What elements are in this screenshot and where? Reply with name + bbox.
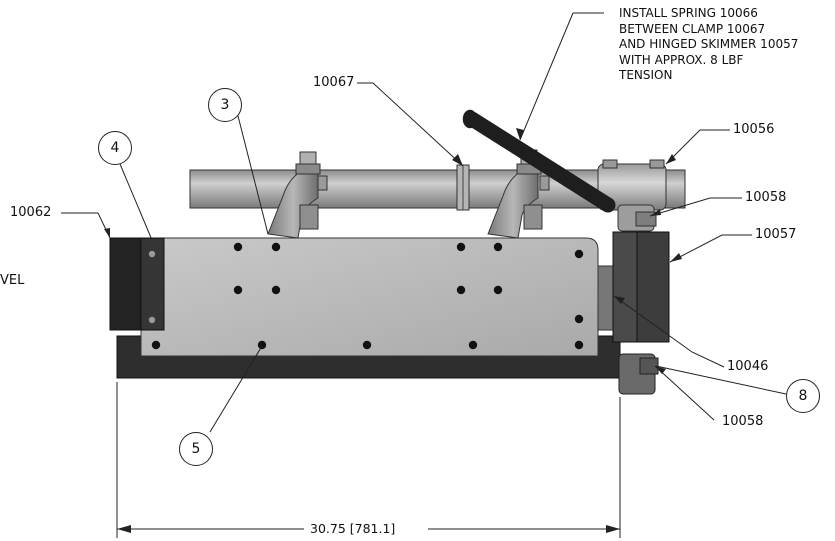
hinged-skimmer (597, 231, 670, 343)
note-line: INSTALL SPRING 10066 (619, 6, 758, 20)
overall-dimension (116, 382, 621, 538)
spring-installation-note: INSTALL SPRING 10066 BETWEEN CLAMP 10067… (619, 6, 798, 84)
balloon-8: 8 (786, 379, 820, 413)
note-line: AND HINGED SKIMMER 10057 (619, 37, 799, 51)
part-label-10046: 10046 (727, 359, 769, 374)
note-line: WITH APPROX. 8 LBF (619, 52, 744, 67)
spring (462, 109, 616, 213)
balloon-5: 5 (179, 432, 213, 466)
part-label-10058-top: 10058 (745, 190, 787, 205)
note-line: TENSION (619, 68, 673, 82)
part-label-10067: 10067 (313, 75, 355, 90)
part-label-10057: 10057 (755, 227, 797, 242)
part-label-10062: 10062 (10, 205, 52, 220)
left-hinge-bracket (267, 151, 328, 239)
part-label-10058-bottom: 10058 (722, 414, 764, 429)
panel-fasteners (148, 242, 584, 350)
note-line: BETWEEN CLAMP 10067 (619, 21, 766, 36)
skimmer-canister (597, 159, 667, 211)
hinge-bottom (618, 353, 659, 395)
dimension-label: 30.75 [781.1] (310, 521, 396, 536)
balloon-3: 3 (208, 88, 242, 122)
leader-arrowheads (104, 128, 682, 374)
pipe-clamp (456, 164, 470, 211)
part-label-10056: 10056 (733, 122, 775, 137)
leader-lines (61, 12, 787, 433)
balloon-4: 4 (98, 131, 132, 165)
left-end-plate (109, 237, 165, 331)
dimension-arrowheads (117, 525, 620, 533)
level-label-fragment: VEL (0, 273, 25, 288)
main-panel (140, 237, 599, 357)
hinge-top (617, 204, 657, 232)
